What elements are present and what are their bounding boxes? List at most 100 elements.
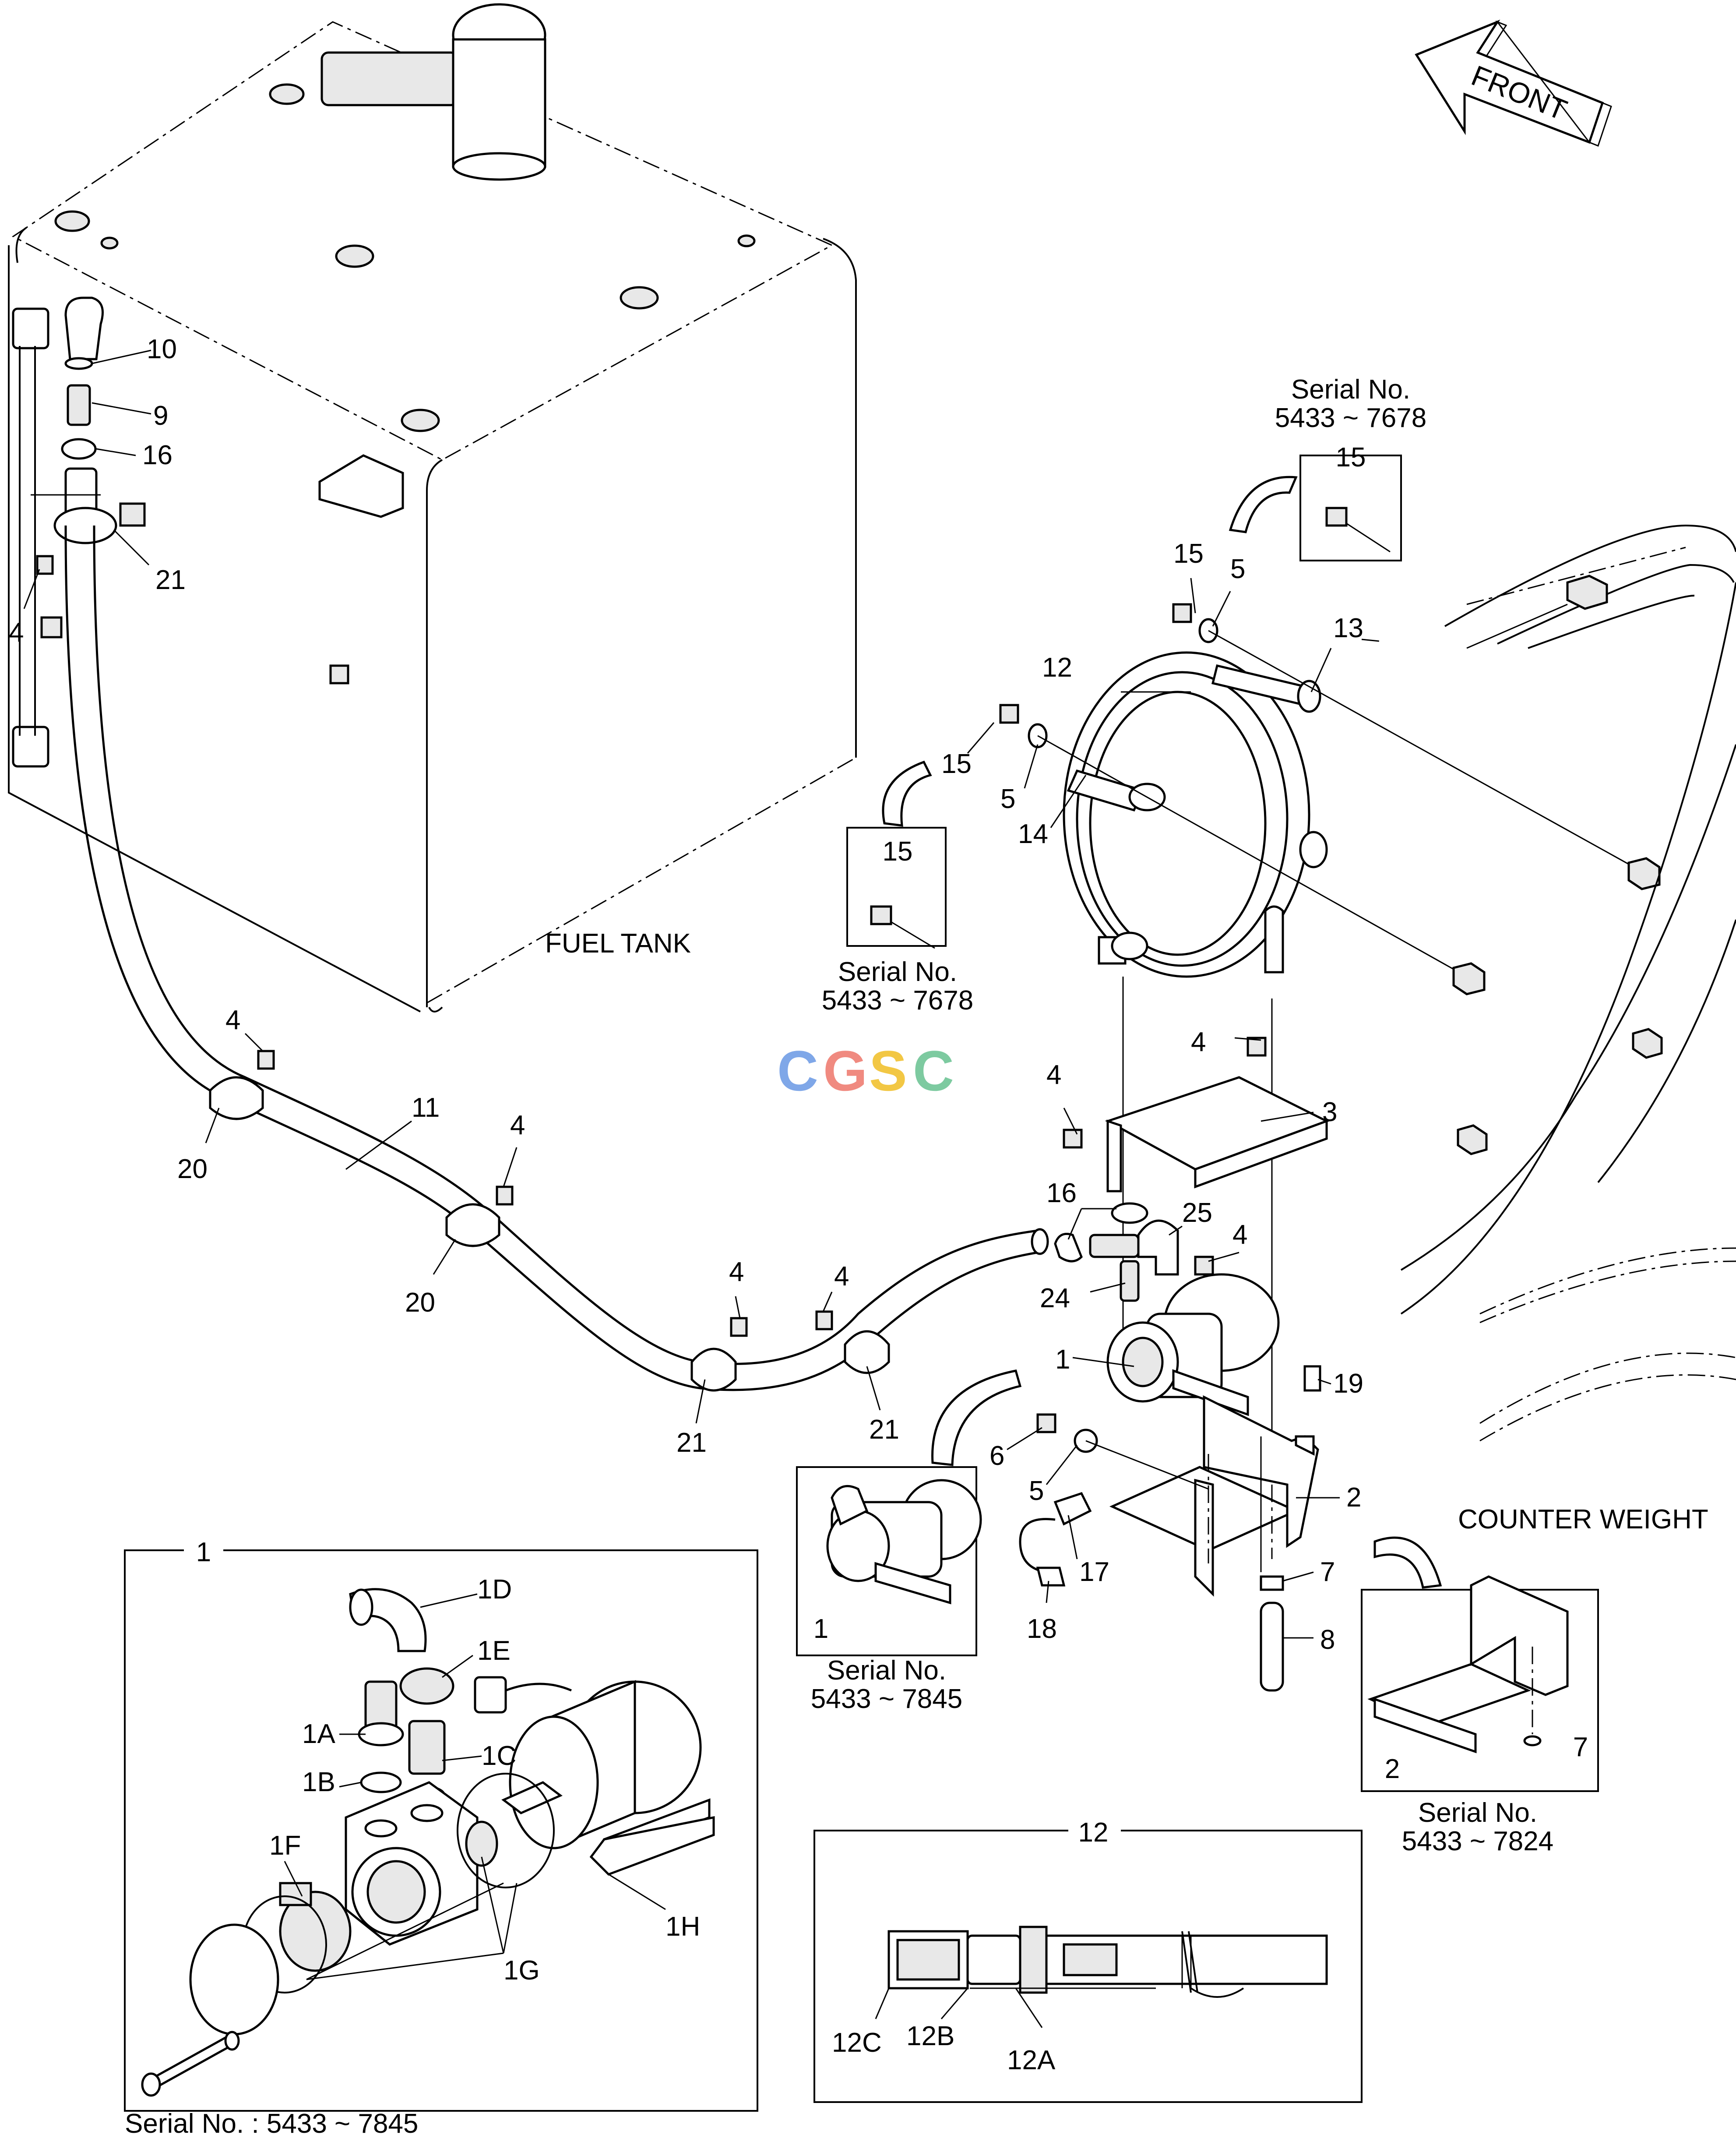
part-1A-label: 1A [302, 1719, 335, 1749]
callout-2: 2 [1346, 1482, 1361, 1513]
detail1-title: 1 [196, 1537, 211, 1567]
callout-18: 18 [1027, 1614, 1057, 1644]
c15box1: 15 [1336, 442, 1366, 473]
clamp-20b [445, 1203, 500, 1247]
callout-13: 13 [1333, 613, 1363, 643]
c1box: 1 [813, 1614, 828, 1644]
tank-cover-plate [320, 51, 459, 106]
callout-21b: 21 [676, 1428, 707, 1458]
callout-3: 3 [1322, 1097, 1337, 1127]
watermark-letter-s: S [869, 1039, 907, 1103]
callout-21c: 21 [869, 1415, 899, 1445]
callout-4e: 4 [225, 1005, 240, 1035]
serial-mid-left-1: Serial No. [838, 957, 957, 987]
callout-16a: 16 [142, 440, 173, 470]
inset-bolt-box-mid: 15 Serial No. 5433 ~ 7678 [822, 760, 974, 1016]
bracket-3 [1105, 1076, 1330, 1171]
callout-19: 19 [1333, 1369, 1363, 1399]
c15box2: 15 [883, 836, 913, 867]
callout-4c: 4 [1046, 1060, 1061, 1090]
callout-25: 25 [1182, 1198, 1212, 1228]
cover-plate [189, 1923, 279, 2036]
callout-14: 14 [1018, 819, 1048, 849]
callout-20a: 20 [177, 1154, 208, 1184]
clamp-20a [209, 1076, 264, 1120]
serial-top-right-1: Serial No. [1291, 374, 1410, 405]
part-12C-label: 12C [832, 2028, 882, 2058]
o-ring-1B [360, 1771, 402, 1793]
callout-1: 1 [1055, 1344, 1070, 1375]
part-1B-label: 1B [302, 1767, 335, 1797]
fitting-24 [1120, 1260, 1140, 1302]
hose-clamp-21-top [53, 507, 117, 544]
elbow-25 [1137, 1219, 1179, 1276]
inset-bolt-box-top: 15 Serial No. 5433 ~ 7678 [1229, 374, 1427, 561]
tank-outlet-parts [31, 357, 146, 639]
coil-hose-12 [999, 603, 1661, 1441]
clamp-13 [1211, 664, 1311, 707]
callout-6: 6 [989, 1441, 1004, 1471]
fuel-tank: FUEL TANK [8, 3, 857, 1013]
callout-4h: 4 [834, 1261, 849, 1291]
callout-5b: 5 [1000, 784, 1015, 814]
filler-neck [452, 38, 546, 168]
c7box: 7 [1573, 1732, 1588, 1762]
serial-pump-2: 5433 ~ 7845 [811, 1684, 963, 1714]
callout-numbers: 10 9 16 21 4 15 5 13 12 15 5 14 4 3 4 16… [9, 334, 1363, 1655]
callout-4f: 4 [510, 1110, 525, 1140]
nut-1E [399, 1667, 454, 1705]
leader-lines [23, 349, 1340, 2028]
part-1F-label: 1F [269, 1831, 301, 1861]
callout-21a: 21 [155, 565, 186, 595]
counter-weight-label: COUNTER WEIGHT [1458, 1504, 1708, 1535]
callout-17: 17 [1079, 1557, 1109, 1587]
part-1C-label: 1C [482, 1741, 516, 1771]
callout-10: 10 [147, 334, 177, 364]
callout-4b: 4 [1191, 1027, 1206, 1057]
callout-11: 11 [412, 1093, 440, 1123]
part-12A-label: 12A [1007, 2045, 1056, 2075]
watermark-letter-c: C [777, 1039, 818, 1103]
detail-box-12: 12 [813, 1817, 1363, 2103]
inset-pointer-bracket [1373, 1536, 1442, 1589]
watermark-letter-c2: C [913, 1039, 954, 1103]
tank-lifting-lug [318, 454, 404, 518]
callout-4g: 4 [729, 1257, 744, 1287]
part-1D-label: 1D [477, 1574, 512, 1605]
part-1E-label: 1E [477, 1636, 511, 1666]
detail-box-1: 1 Serial No. : 5433 ~ 7845 [124, 1537, 758, 2138]
detail1-serial: Serial No. : 5433 ~ 7845 [125, 2109, 418, 2138]
callout-5a: 5 [1230, 554, 1245, 584]
callout-15b: 15 [941, 749, 972, 779]
serial-pump-1: Serial No. [827, 1655, 946, 1686]
serial-mid-left-2: 5433 ~ 7678 [822, 985, 974, 1016]
serial-bracket-2: 5433 ~ 7824 [1402, 1826, 1554, 1856]
serial-bracket-1: Serial No. [1418, 1798, 1537, 1828]
cgsc-watermark: C G S C [777, 1039, 954, 1103]
detail12-callouts: 12C 12B 12A [832, 2021, 1056, 2075]
part-12B-label: 12B [906, 2021, 954, 2051]
pump-area [1019, 1037, 1330, 1692]
o-ring-10 [64, 357, 93, 370]
elbow-fitting [64, 296, 104, 360]
counter-weight: COUNTER WEIGHT [1361, 524, 1736, 1535]
fuel-tank-label: FUEL TANK [545, 928, 691, 959]
callout-9: 9 [153, 401, 168, 431]
front-arrow: FRONT [1415, 19, 1612, 147]
watermark-letter-g: G [823, 1039, 867, 1103]
fitting-9 [67, 384, 91, 426]
callout-12: 12 [1042, 653, 1072, 683]
fitting-12B [966, 1934, 1021, 1985]
inset-pump-box: 1 Serial No. 5433 ~ 7845 [796, 1369, 1022, 1714]
callout-8: 8 [1320, 1625, 1335, 1655]
clamp-21b [690, 1348, 737, 1392]
callout-5c: 5 [1029, 1476, 1044, 1506]
inset-bracket-box: 2 7 Serial No. 5433 ~ 7824 [1361, 1536, 1599, 1856]
serial-top-right-2: 5433 ~ 7678 [1275, 403, 1427, 433]
callout-15a: 15 [1173, 539, 1204, 569]
inset-pointer-mid [882, 760, 932, 827]
part-1H-label: 1H [666, 1912, 700, 1942]
callout-4a: 4 [9, 617, 24, 648]
c2box: 2 [1385, 1754, 1400, 1784]
